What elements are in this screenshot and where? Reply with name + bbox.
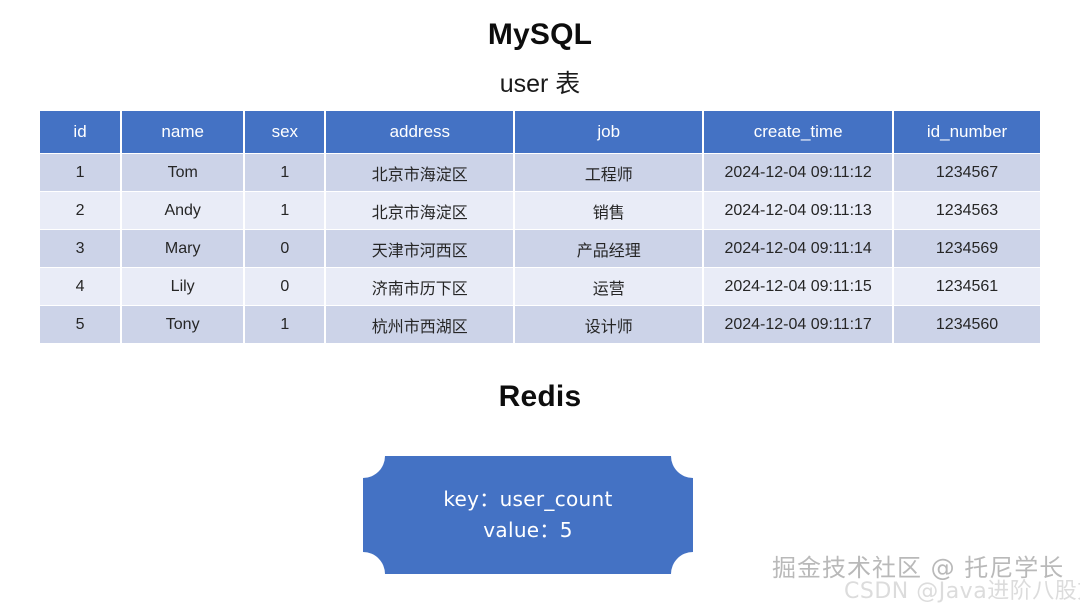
cell-id-number: 1234563 (894, 192, 1040, 229)
table-header-row: id name sex address job create_time id_n… (40, 111, 1040, 153)
cell-sex: 1 (245, 192, 325, 229)
column-header-id-number: id_number (894, 111, 1040, 153)
redis-heading: Redis (498, 380, 582, 413)
redis-value-line: value：5 (483, 518, 573, 542)
cell-sex: 1 (245, 154, 325, 191)
cell-job: 运营 (515, 268, 703, 305)
column-header-job: job (515, 111, 703, 153)
table-row: 5 Tony 1 杭州市西湖区 设计师 2024-12-04 09:11:17 … (40, 306, 1040, 343)
cell-name: Tony (122, 306, 244, 343)
cell-create-time: 2024-12-04 09:11:14 (704, 230, 893, 267)
cell-create-time: 2024-12-04 09:11:17 (704, 306, 893, 343)
cell-name: Andy (122, 192, 244, 229)
table-row: 2 Andy 1 北京市海淀区 销售 2024-12-04 09:11:13 1… (40, 192, 1040, 229)
cell-sex: 0 (245, 268, 325, 305)
cell-create-time: 2024-12-04 09:11:13 (704, 192, 893, 229)
cell-sex: 0 (245, 230, 325, 267)
cell-id-number: 1234567 (894, 154, 1040, 191)
watermark-juejin: 掘金技术社区 @ 托尼学长 (772, 554, 1065, 582)
redis-key-line: key：user_count (443, 487, 613, 511)
cell-sex: 1 (245, 306, 325, 343)
cell-create-time: 2024-12-04 09:11:15 (704, 268, 893, 305)
cell-address: 北京市海淀区 (326, 154, 514, 191)
cell-name: Lily (122, 268, 244, 305)
mysql-section: MySQL user 表 (0, 0, 1080, 100)
cell-name: Mary (122, 230, 244, 267)
column-header-sex: sex (245, 111, 325, 153)
table-row: 3 Mary 0 天津市河西区 产品经理 2024-12-04 09:11:14… (40, 230, 1040, 267)
cell-id: 5 (40, 306, 121, 343)
user-table-body: 1 Tom 1 北京市海淀区 工程师 2024-12-04 09:11:12 1… (40, 154, 1040, 343)
user-table-caption: user 表 (499, 70, 581, 98)
cell-create-time: 2024-12-04 09:11:12 (704, 154, 893, 191)
cell-address: 北京市海淀区 (326, 192, 514, 229)
cell-id-number: 1234569 (894, 230, 1040, 267)
cell-id: 2 (40, 192, 121, 229)
column-header-id: id (40, 111, 121, 153)
mysql-heading: MySQL (487, 18, 593, 51)
watermark-csdn: CSDN @Java进阶八股文 (844, 579, 1080, 604)
user-table-header: id name sex address job create_time id_n… (40, 111, 1040, 153)
plaque-shape-icon (363, 456, 693, 574)
cell-address: 天津市河西区 (326, 230, 514, 267)
column-header-create-time: create_time (704, 111, 893, 153)
cell-address: 济南市历下区 (326, 268, 514, 305)
cell-name: Tom (122, 154, 244, 191)
cell-job: 产品经理 (515, 230, 703, 267)
column-header-name: name (122, 111, 244, 153)
redis-box-text: key：user_count value：5 (363, 456, 693, 574)
table-row: 4 Lily 0 济南市历下区 运营 2024-12-04 09:11:15 1… (40, 268, 1040, 305)
cell-id: 3 (40, 230, 121, 267)
cell-id-number: 1234561 (894, 268, 1040, 305)
cell-id: 1 (40, 154, 121, 191)
table-row: 1 Tom 1 北京市海淀区 工程师 2024-12-04 09:11:12 1… (40, 154, 1040, 191)
cell-address: 杭州市西湖区 (326, 306, 514, 343)
user-table: id name sex address job create_time id_n… (38, 110, 1042, 344)
cell-id-number: 1234560 (894, 306, 1040, 343)
cell-job: 设计师 (515, 306, 703, 343)
cell-id: 4 (40, 268, 121, 305)
column-header-address: address (326, 111, 514, 153)
cell-job: 销售 (515, 192, 703, 229)
redis-key-value-shape: key：user_count value：5 (363, 456, 693, 574)
cell-job: 工程师 (515, 154, 703, 191)
